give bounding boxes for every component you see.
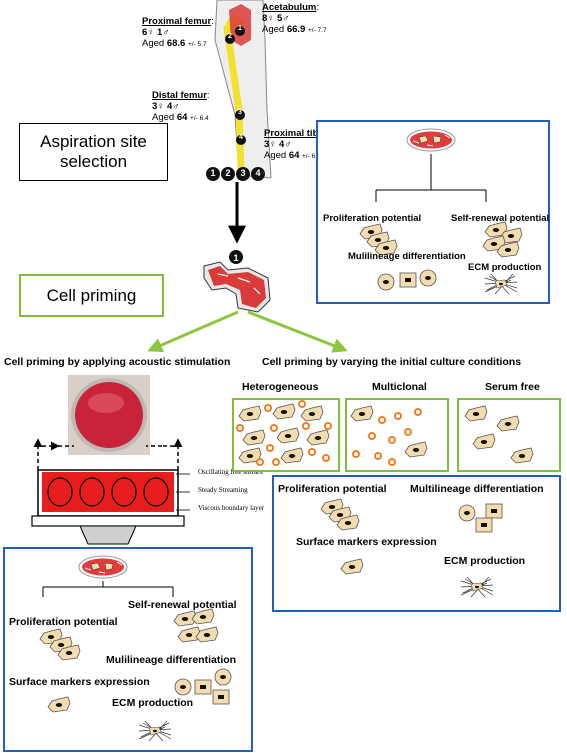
left-proliferation-label: Proliferation potential	[9, 616, 118, 628]
right-multilineage-label: Multilineage differentiation	[410, 483, 544, 495]
culture-dish-photo	[68, 375, 150, 455]
left-outcomes-graphics	[39, 555, 232, 742]
bone-marrow-sample	[203, 250, 271, 313]
acoustic-heading: Cell priming by applying acoustic stimul…	[4, 356, 231, 368]
aged-label: Aged	[262, 24, 285, 35]
site-marker-1	[235, 26, 245, 36]
site-sex: 8♀ 5♂	[262, 13, 290, 24]
site-sd: +/- 6.4	[190, 115, 209, 122]
site-age: 66.9	[286, 24, 306, 35]
site-sd: +/- 6.4	[302, 153, 321, 160]
site-age: 64	[288, 150, 300, 161]
acoustic-label-boundary: Viscous boundary layer	[198, 504, 265, 512]
site-sd: +/- 7.7	[307, 27, 327, 34]
top-self-renewal-label: Self-renewal potential	[451, 213, 550, 224]
site-marker-label-2: 2	[228, 33, 232, 40]
site-number-3: 3	[240, 168, 246, 178]
site-sd: +/- 5.7	[187, 41, 207, 48]
site-acetabulum: Acetabulum: 8♀ 5♂ Aged 66.9 +/- 7.7	[262, 2, 327, 35]
right-surface-label: Surface markers expression	[296, 536, 437, 548]
site-name: Proximal femur	[142, 16, 212, 27]
top-multilineage-label: Mulilineage differentiation	[348, 251, 466, 262]
sample-number: 1	[233, 253, 239, 263]
site-age: 68.6	[166, 38, 186, 49]
site-marker-label-1: 1	[238, 25, 242, 32]
site-marker-2	[225, 34, 235, 44]
condition-cells	[236, 400, 534, 466]
site-distal-femur: Distal femur: 3♀ 4♂ Aged 64 +/- 6.4	[152, 90, 210, 123]
site-proximal-femur: Proximal femur: 6♀ 1♂ Aged 68.6 +/- 5.7	[142, 16, 214, 49]
site-marker-3	[235, 110, 245, 120]
cell-priming-title-box: Cell priming	[19, 274, 164, 317]
cell-priming-title: Cell priming	[46, 285, 137, 305]
right-proliferation-label: Proliferation potential	[278, 483, 387, 495]
leg-diagram	[214, 0, 272, 179]
site-age: 64	[176, 112, 188, 123]
condition-multiclonal-title: Multiclonal	[372, 381, 427, 393]
down-arrow	[228, 182, 246, 244]
acoustic-label-free-surface: Oscillating free surface	[198, 468, 264, 476]
aged-label: Aged	[264, 150, 287, 161]
right-ecm-label: ECM production	[444, 555, 526, 567]
right-outcomes-panel	[272, 475, 561, 612]
site-sex: 3♀ 4♂	[152, 101, 180, 112]
site-marker-label-3: 3	[238, 109, 242, 116]
site-number-2: 2	[225, 168, 231, 178]
aged-label: Aged	[152, 112, 175, 123]
left-surface-label: Surface markers expression	[9, 676, 150, 688]
top-outcomes-graphics	[359, 128, 523, 295]
top-proliferation-label: Proliferation potential	[323, 213, 422, 224]
site-sex: 3♀ 4♂	[264, 139, 292, 150]
condition-serum-free-title: Serum free	[485, 381, 540, 393]
site-sex: 6♀ 1♂	[142, 27, 170, 38]
left-multilineage-label: Mulilineage differentiation	[106, 654, 237, 666]
culture-heading: Cell priming by varying the initial cult…	[262, 356, 522, 368]
aspiration-title: Aspiration site selection	[40, 132, 147, 171]
site-markers	[225, 26, 246, 145]
left-outcomes-panel	[3, 547, 253, 752]
site-number-1: 1	[210, 168, 216, 178]
top-ecm-label: ECM production	[468, 262, 542, 273]
aspiration-title-box: Aspiration site selection	[19, 123, 168, 181]
condition-heterogeneous-title: Heterogeneous	[242, 381, 319, 393]
acoustic-device-schematic	[31, 438, 190, 545]
aged-label: Aged	[142, 38, 165, 49]
acoustic-label-streaming: Steady Streaming	[198, 486, 248, 494]
site-number-4: 4	[255, 168, 261, 178]
site-marker-label-4: 4	[239, 134, 243, 141]
left-self-renewal-label: Self-renewal potential	[128, 599, 237, 611]
site-name: Distal femur	[152, 90, 207, 101]
site-number-row	[206, 167, 265, 181]
left-ecm-label: ECM production	[112, 697, 194, 709]
site-name: Proximal tibia	[264, 128, 327, 139]
site-name: Acetabulum	[262, 2, 317, 13]
site-marker-4	[236, 135, 246, 145]
